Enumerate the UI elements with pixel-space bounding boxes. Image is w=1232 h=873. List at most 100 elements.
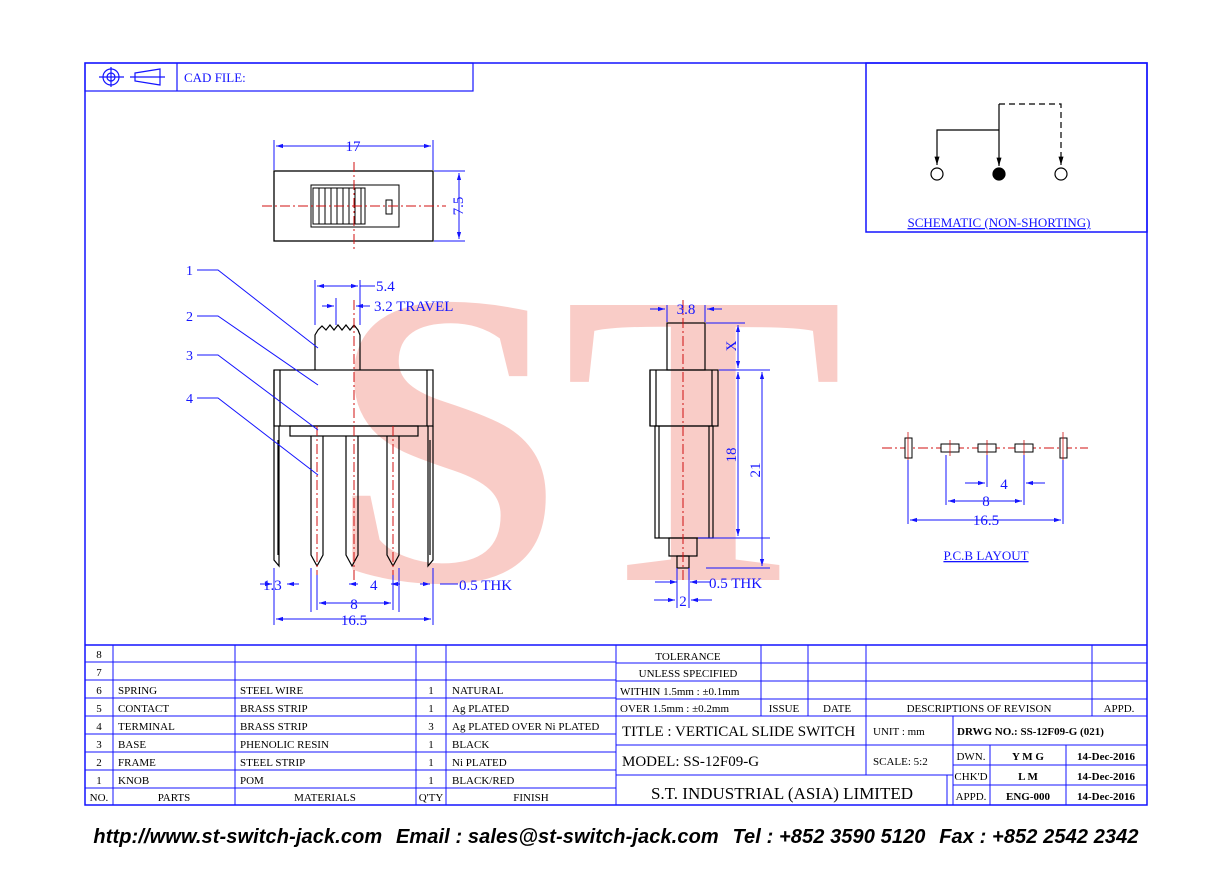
bom-finish: Ag PLATED: [452, 703, 509, 715]
bom-material: BRASS STRIP: [240, 721, 308, 733]
pcb-dim-pitch: 4: [1000, 477, 1008, 493]
bom-qty: 1: [428, 703, 434, 715]
bom-finish: Ag PLATED OVER Ni PLATED: [452, 721, 599, 733]
email-text: Email : sales@st-switch-jack.com: [395, 826, 719, 848]
revision-date-header: DATE: [823, 703, 851, 715]
dim-total: 16.5: [341, 613, 367, 629]
revision-desc-header: DESCRIPTIONS OF REVISON: [907, 703, 1052, 715]
dim-side-total: 21: [748, 463, 764, 478]
unit-label: UNIT : mm: [873, 726, 925, 738]
tolerance-subtitle: UNLESS SPECIFIED: [639, 668, 738, 680]
bom-no: 7: [96, 667, 102, 679]
bom-material: BRASS STRIP: [240, 703, 308, 715]
website-link[interactable]: http://www.st-switch-jack.com: [93, 826, 383, 848]
pcb-caption: P.C.B LAYOUT: [943, 548, 1028, 563]
callout-4: 4: [186, 392, 193, 407]
dim-travel: 3.2 TRAVEL: [374, 299, 453, 315]
cad-header: CAD FILE:: [84, 62, 474, 92]
bom-table: 8 7 6 SPRING STEEL WIRE 1 NATURAL 5 CONT…: [85, 645, 617, 805]
bom-no: 8: [96, 649, 102, 661]
dim-side-body: 18: [724, 448, 740, 463]
bom-header-materials: MATERIALS: [294, 792, 356, 804]
bom-part: TERMINAL: [118, 721, 175, 733]
contact-open-right: [1054, 167, 1068, 181]
bom-qty: 3: [428, 721, 434, 733]
bom-part: SPRING: [118, 685, 157, 697]
bom-finish: NATURAL: [452, 685, 504, 697]
contact-open-left: [930, 167, 944, 181]
bom-finish: Ni PLATED: [452, 757, 507, 769]
dwn-by: Y M G: [1012, 751, 1044, 763]
dim-knob: 5.4: [376, 279, 395, 295]
dim-height: 7.5: [451, 197, 467, 216]
callout-3: 3: [186, 349, 193, 364]
pcb-dim-total: 16.5: [973, 513, 999, 529]
bom-material: PHENOLIC RESIN: [240, 739, 329, 751]
projection-symbol-icon: [99, 67, 165, 87]
dwn-label: DWN.: [956, 751, 985, 763]
top-view: 17 7.5: [262, 139, 467, 250]
pcb-dim-mid: 8: [982, 494, 990, 510]
drawing-number: DRWG NO.: SS-12F09-G (021): [957, 726, 1104, 738]
tolerance-over: OVER 1.5mm : ±0.2mm: [620, 703, 729, 715]
company-name: S.T. INDUSTRIAL (ASIA) LIMITED: [651, 784, 913, 803]
bom-part: KNOB: [118, 775, 149, 787]
appd-label: APPD.: [956, 791, 987, 803]
bom-qty: 1: [428, 757, 434, 769]
contact-common: [992, 167, 1006, 181]
appd-date: 14-Dec-2016: [1077, 791, 1136, 803]
pcb-layout: 4 8 16.5 P.C.B LAYOUT: [882, 432, 1088, 563]
st-watermark: ST: [330, 206, 844, 671]
bom-no: 2: [96, 757, 102, 769]
bom-part: BASE: [118, 739, 146, 751]
chk-date: 14-Dec-2016: [1077, 771, 1136, 783]
dim-mid: 8: [350, 597, 358, 613]
bom-no: 4: [96, 721, 102, 733]
callout-1: 1: [186, 264, 193, 279]
bom-header-qty: Q'TY: [419, 792, 444, 804]
dim-pitch: 4: [370, 578, 378, 594]
dim-left-offset: 1.3: [263, 578, 282, 594]
bom-no: 6: [96, 685, 102, 697]
tolerance-within: WITHIN 1.5mm : ±0.1mm: [620, 686, 740, 698]
bom-material: STEEL STRIP: [240, 757, 305, 769]
scale-label: SCALE: 5:2: [873, 756, 928, 768]
front-view: 1 2 3 4 5.4 3.2 TRAVEL 1.3: [186, 264, 512, 629]
dwn-date: 14-Dec-2016: [1077, 751, 1136, 763]
bom-no: 5: [96, 703, 102, 715]
chk-label: CHK'D: [954, 771, 987, 783]
bom-material: STEEL WIRE: [240, 685, 304, 697]
dim-thickness: 0.5 THK: [459, 578, 512, 594]
contact-footer: http://www.st-switch-jack.com Email : sa…: [0, 826, 1232, 849]
bom-part: CONTACT: [118, 703, 169, 715]
bom-no: 1: [96, 775, 102, 787]
bom-qty: 1: [428, 739, 434, 751]
drawing-title: TITLE : VERTICAL SLIDE SWITCH: [622, 724, 855, 740]
side-view: 3.8 X 18 21 0.5 THK 2: [649, 300, 770, 610]
bom-header-no: NO.: [90, 792, 109, 804]
appd-by: ENG-000: [1006, 791, 1051, 803]
bom-finish: BLACK: [452, 739, 489, 751]
cad-file-label: CAD FILE:: [184, 70, 246, 85]
title-block: TOLERANCE UNLESS SPECIFIED WITHIN 1.5mm …: [616, 645, 1147, 805]
bom-qty: 1: [428, 685, 434, 697]
bom-no: 3: [96, 739, 102, 751]
callout-2: 2: [186, 310, 193, 325]
phone-text: Tel : +852 3590 5120: [732, 826, 926, 848]
dim-side-knob: 3.8: [677, 302, 696, 318]
bom-material: POM: [240, 775, 264, 787]
revision-appd-header: APPD.: [1104, 703, 1135, 715]
schematic-panel: SCHEMATIC (NON-SHORTING): [865, 62, 1148, 233]
schematic-caption: SCHEMATIC (NON-SHORTING): [907, 215, 1090, 230]
tolerance-title: TOLERANCE: [655, 651, 720, 663]
dim-side-pin: 2: [679, 594, 687, 610]
bom-header-finish: FINISH: [513, 792, 549, 804]
revision-issue-header: ISSUE: [769, 703, 800, 715]
dim-side-x: X: [724, 340, 740, 351]
dim-side-thickness: 0.5 THK: [709, 576, 762, 592]
chk-by: L M: [1018, 771, 1038, 783]
bom-header-parts: PARTS: [158, 792, 191, 804]
bom-part: FRAME: [118, 757, 156, 769]
